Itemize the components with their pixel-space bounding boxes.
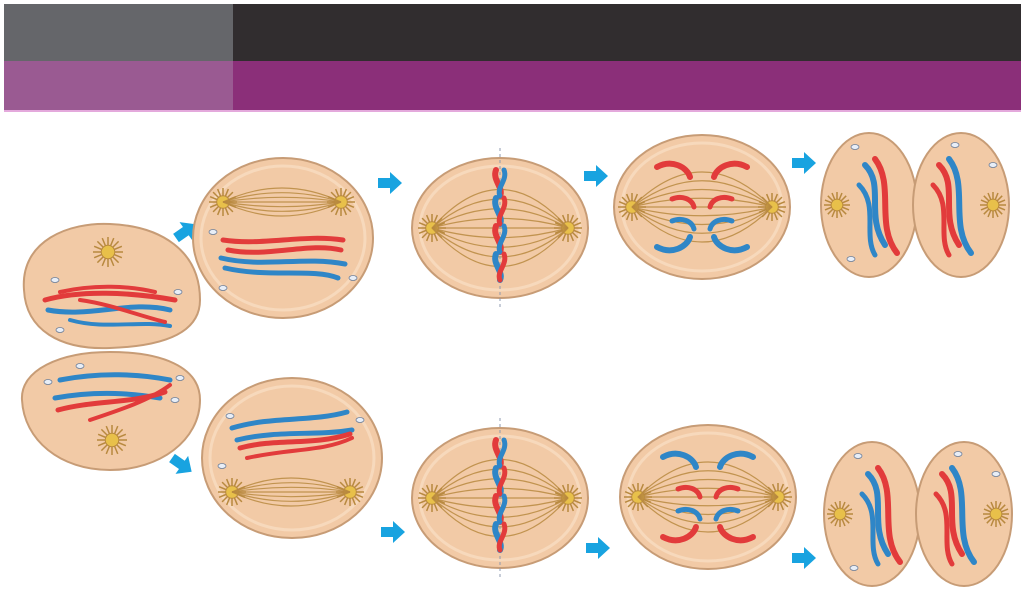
arrow-diagonal-icon (166, 449, 198, 481)
vesicle (44, 380, 52, 385)
arrow-right-icon (792, 152, 816, 174)
vesicle (219, 286, 227, 291)
centrosome-star-icon (824, 192, 850, 218)
vesicle (847, 257, 855, 262)
vesicle (349, 276, 357, 281)
vesicle (954, 452, 962, 457)
vesicle (209, 230, 217, 235)
arrow-right-icon (378, 172, 402, 194)
arrow-right-icon (792, 547, 816, 569)
vesicle (356, 418, 364, 423)
vesicle (992, 472, 1000, 477)
vesicle (51, 278, 59, 283)
anaphase-cell (614, 135, 790, 279)
centrosome-star-icon (980, 192, 1006, 218)
prophase-cell (202, 378, 382, 538)
centrosome-star-icon (827, 501, 853, 527)
centrosome-star-icon (983, 501, 1009, 527)
vesicle (174, 290, 182, 295)
vesicle (989, 163, 997, 168)
parent-cell (22, 224, 200, 470)
vesicle (226, 414, 234, 419)
vesicle (176, 376, 184, 381)
arrow-right-icon (586, 537, 610, 559)
arrow-right-icon (584, 165, 608, 187)
vesicle (76, 364, 84, 369)
telophase-cells (821, 133, 1009, 277)
vesicle (56, 328, 64, 333)
vesicle (851, 145, 859, 150)
vesicle (854, 454, 862, 459)
cell-membrane (202, 378, 382, 538)
centrosome-star-icon (97, 425, 127, 455)
vesicle (171, 398, 179, 403)
vesicle (951, 143, 959, 148)
centrosome-star-icon (93, 237, 123, 267)
prophase-cell (193, 158, 373, 318)
metaphase-cell (412, 148, 588, 308)
metaphase-cell (412, 418, 588, 578)
anaphase-cell (620, 425, 796, 569)
arrow-right-icon (381, 521, 405, 543)
telophase-cells (824, 442, 1012, 586)
vesicle (850, 566, 858, 571)
vesicle (218, 464, 226, 469)
